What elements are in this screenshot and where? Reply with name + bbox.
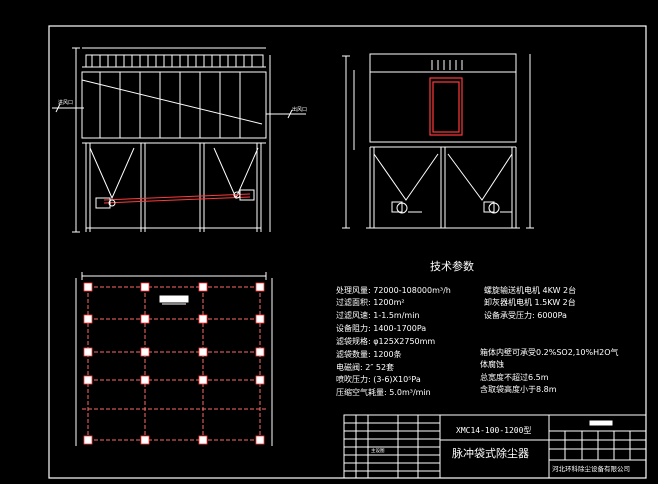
company-name: 河北环科除尘设备有限公司 (552, 464, 630, 473)
right-param: 卸灰器机电机 1.5KW 2台 (484, 297, 576, 307)
tech-title: 技术参数 (430, 259, 474, 273)
left-param: 设备阻力: 1400-1700Pa (336, 323, 426, 333)
model-number: XMC14-100-1200型 (456, 426, 531, 435)
left-param: 电磁阀: 2″ 52套 (336, 362, 394, 372)
note-line: 总宽度不超过6.5m (480, 372, 549, 382)
plan-columns (83, 282, 265, 445)
note-line: 体腐蚀 (480, 359, 504, 369)
front-bag-tubes (91, 55, 253, 67)
outlet-label: 出风口 (292, 106, 307, 113)
inlet-arrow (52, 103, 84, 113)
product-name: 脉冲袋式除尘器 (452, 446, 529, 460)
left-param: 滤袋数量: 1200条 (336, 349, 402, 359)
outlet-arrow (266, 109, 306, 119)
right-param: 设备承受压力: 6000Pa (484, 310, 567, 320)
title-block (343, 414, 647, 479)
left-param: 滤袋规格: φ125X2750mm (336, 336, 435, 346)
left-param: 压缩空气耗量: 5.0m³/min (336, 387, 431, 397)
designer-cell: 主设图 (371, 447, 385, 454)
right-param-list: 螺旋输送机电机 4KW 2台 卸灰器机电机 1.5KW 2台 设备承受压力: 6… (484, 285, 576, 320)
left-param: 过滤面积: 1200m² (336, 297, 405, 307)
notes-list: 箱体内壁可承受0.2%SO2,10%H2O气 体腐蚀 总宽度不超过6.5m 含取… (480, 347, 619, 394)
access-door (429, 77, 463, 136)
left-param: 喷吹压力: (3-6)X10⁵Pa (336, 374, 421, 384)
right-param: 螺旋输送机电机 4KW 2台 (484, 285, 576, 295)
note-line: 含取袋高度小于8.8m (480, 384, 557, 394)
left-param-list: 处理风量: 72000-108000m³/h 过滤面积: 1200m² 过滤风速… (336, 285, 451, 397)
plan-view (75, 272, 273, 446)
left-param: 过滤风速: 1-1.5m/min (336, 310, 420, 320)
door-vents (431, 60, 463, 70)
note-line: 箱体内壁可承受0.2%SO2,10%H2O气 (480, 347, 619, 357)
front-view (72, 47, 271, 233)
side-view (342, 53, 534, 229)
inlet-label: 进风口 (58, 99, 73, 106)
left-param: 处理风量: 72000-108000m³/h (336, 285, 451, 295)
